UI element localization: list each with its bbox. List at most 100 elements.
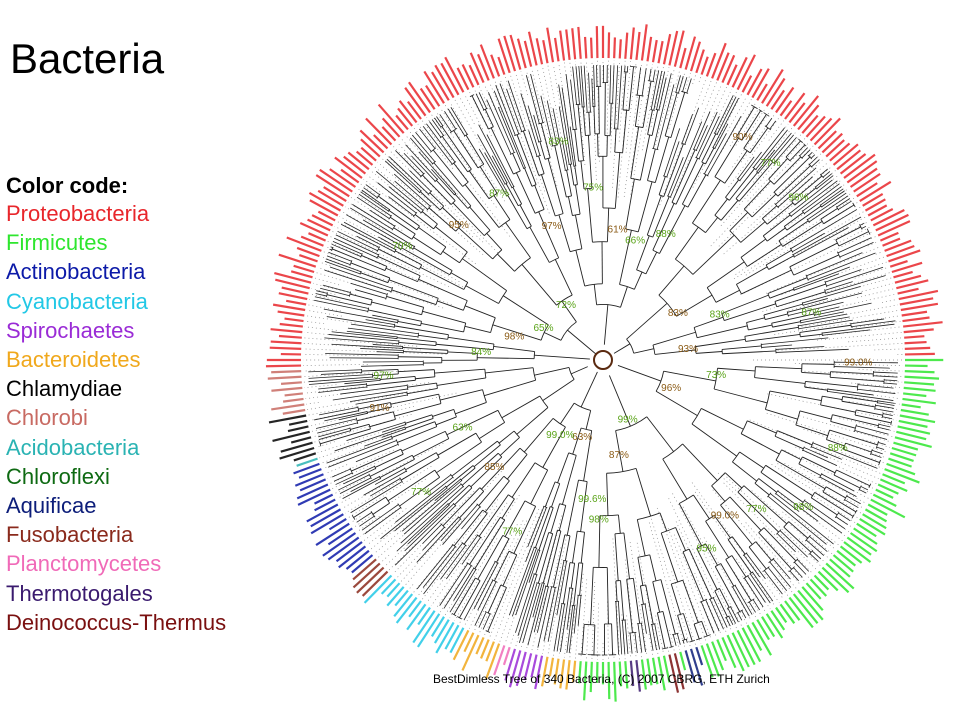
dotted-guide [404,517,465,586]
tree-tip-branch [320,371,362,375]
tree-tip-branch [509,547,535,616]
tree-arc [404,426,407,430]
tree-arc [351,515,356,520]
tree-tip-branch [528,550,541,583]
tree-tip-branch [360,191,389,212]
tree-tip-branch [877,402,895,406]
tree-tip-branch [436,116,444,127]
tree-branch [588,112,591,136]
tree-branch [372,502,390,515]
bootstrap-value: 83% [548,136,568,147]
dotted-guide [766,246,881,294]
legend-entry-firmicutes: Firmicutes [6,230,108,256]
dotted-guide [675,521,728,634]
leaf-label-mark [431,71,450,101]
tree-branch [701,408,744,430]
tree-tip-branch [525,75,540,124]
tree-branch [738,161,774,202]
tree-tip-branch [836,198,851,208]
leaf-label-mark [589,661,593,693]
tree-branch [394,325,449,336]
tree-tip-branch [378,236,402,250]
tree-branch [420,266,465,290]
tree-branch [453,577,476,615]
tree-branch [478,494,509,537]
tree-branch [714,590,728,618]
tree-tip-branch [728,616,734,626]
tree-tip-branch [356,235,380,248]
tree-arc [523,167,526,169]
leaf-label-mark [553,37,560,62]
tree-arc [740,257,748,267]
dotted-guide [656,507,707,642]
tree-arc [420,172,425,178]
tree-branch [725,559,752,601]
leaf-label-mark [662,655,671,683]
leaf-label-mark [559,30,566,61]
leaf-label-mark [629,660,635,687]
tree-branch [420,322,464,333]
tree-tip-branch [838,512,851,522]
leaf-label-mark [684,36,697,70]
tree-tip-branch [670,121,703,198]
leaf-label-mark [756,83,768,101]
tree-arc [774,489,779,495]
tree-branch [719,588,730,608]
tree-tip-branch [558,106,570,165]
tree-branch [394,403,442,417]
tree-tip-branch [325,258,362,273]
tree-branch [398,369,435,373]
tree-branch [493,195,511,220]
leaf-label-mark [856,522,877,538]
dotted-guide [334,225,407,263]
tree-branch [755,366,802,370]
tree-arc [714,588,720,592]
tree-tip-branch [654,623,661,650]
dotted-guide [881,411,898,416]
tree-tip-branch [753,127,785,168]
bootstrap-value: 77% [760,158,780,169]
tree-tip-branch [338,474,370,491]
leaf-label-mark [497,38,511,74]
tree-tip-branch [363,470,407,496]
tree-tip-branch [350,323,419,335]
tree-arc [482,389,487,403]
tree-tip-branch [558,84,572,165]
tree-arc [841,396,844,402]
tree-branch [777,165,811,197]
tree-tip-branch [434,117,442,128]
tree-branch [713,388,768,404]
tree-arc [647,180,656,184]
tree-branch [387,469,436,502]
leaf-label-mark [839,153,867,175]
tree-tip-branch [757,132,792,174]
tree-arc [715,563,721,567]
tree-tip-branch [716,96,737,135]
tree-arc [482,107,488,111]
tree-arc [666,195,672,198]
tree-tip-branch [793,227,849,258]
tree-tip-branch [712,97,739,148]
dotted-guide [607,601,609,660]
tree-tip-branch [326,316,395,328]
leaf-label-mark [398,100,418,124]
tree-branch [724,303,776,321]
leaf-label-mark [886,462,916,476]
tree-arc [497,440,501,446]
leaf-label-mark [493,645,506,676]
tree-branch [447,351,478,354]
leaf-label-mark [761,69,784,104]
tree-tip-branch [461,537,481,565]
tree-branch [487,587,507,632]
color-legend: Color code: Proteobacteria Firmicutes Ac… [6,172,226,637]
dotted-guide [691,482,780,603]
tree-branch [805,380,858,388]
tree-tip-branch [425,474,452,495]
tree-branch [552,534,566,588]
tree-tip-branch [314,299,368,312]
tree-branch [477,535,504,580]
tree-branch [580,371,598,408]
tree-arc [449,127,458,134]
tree-arc [326,292,328,297]
dotted-guide [725,96,747,135]
